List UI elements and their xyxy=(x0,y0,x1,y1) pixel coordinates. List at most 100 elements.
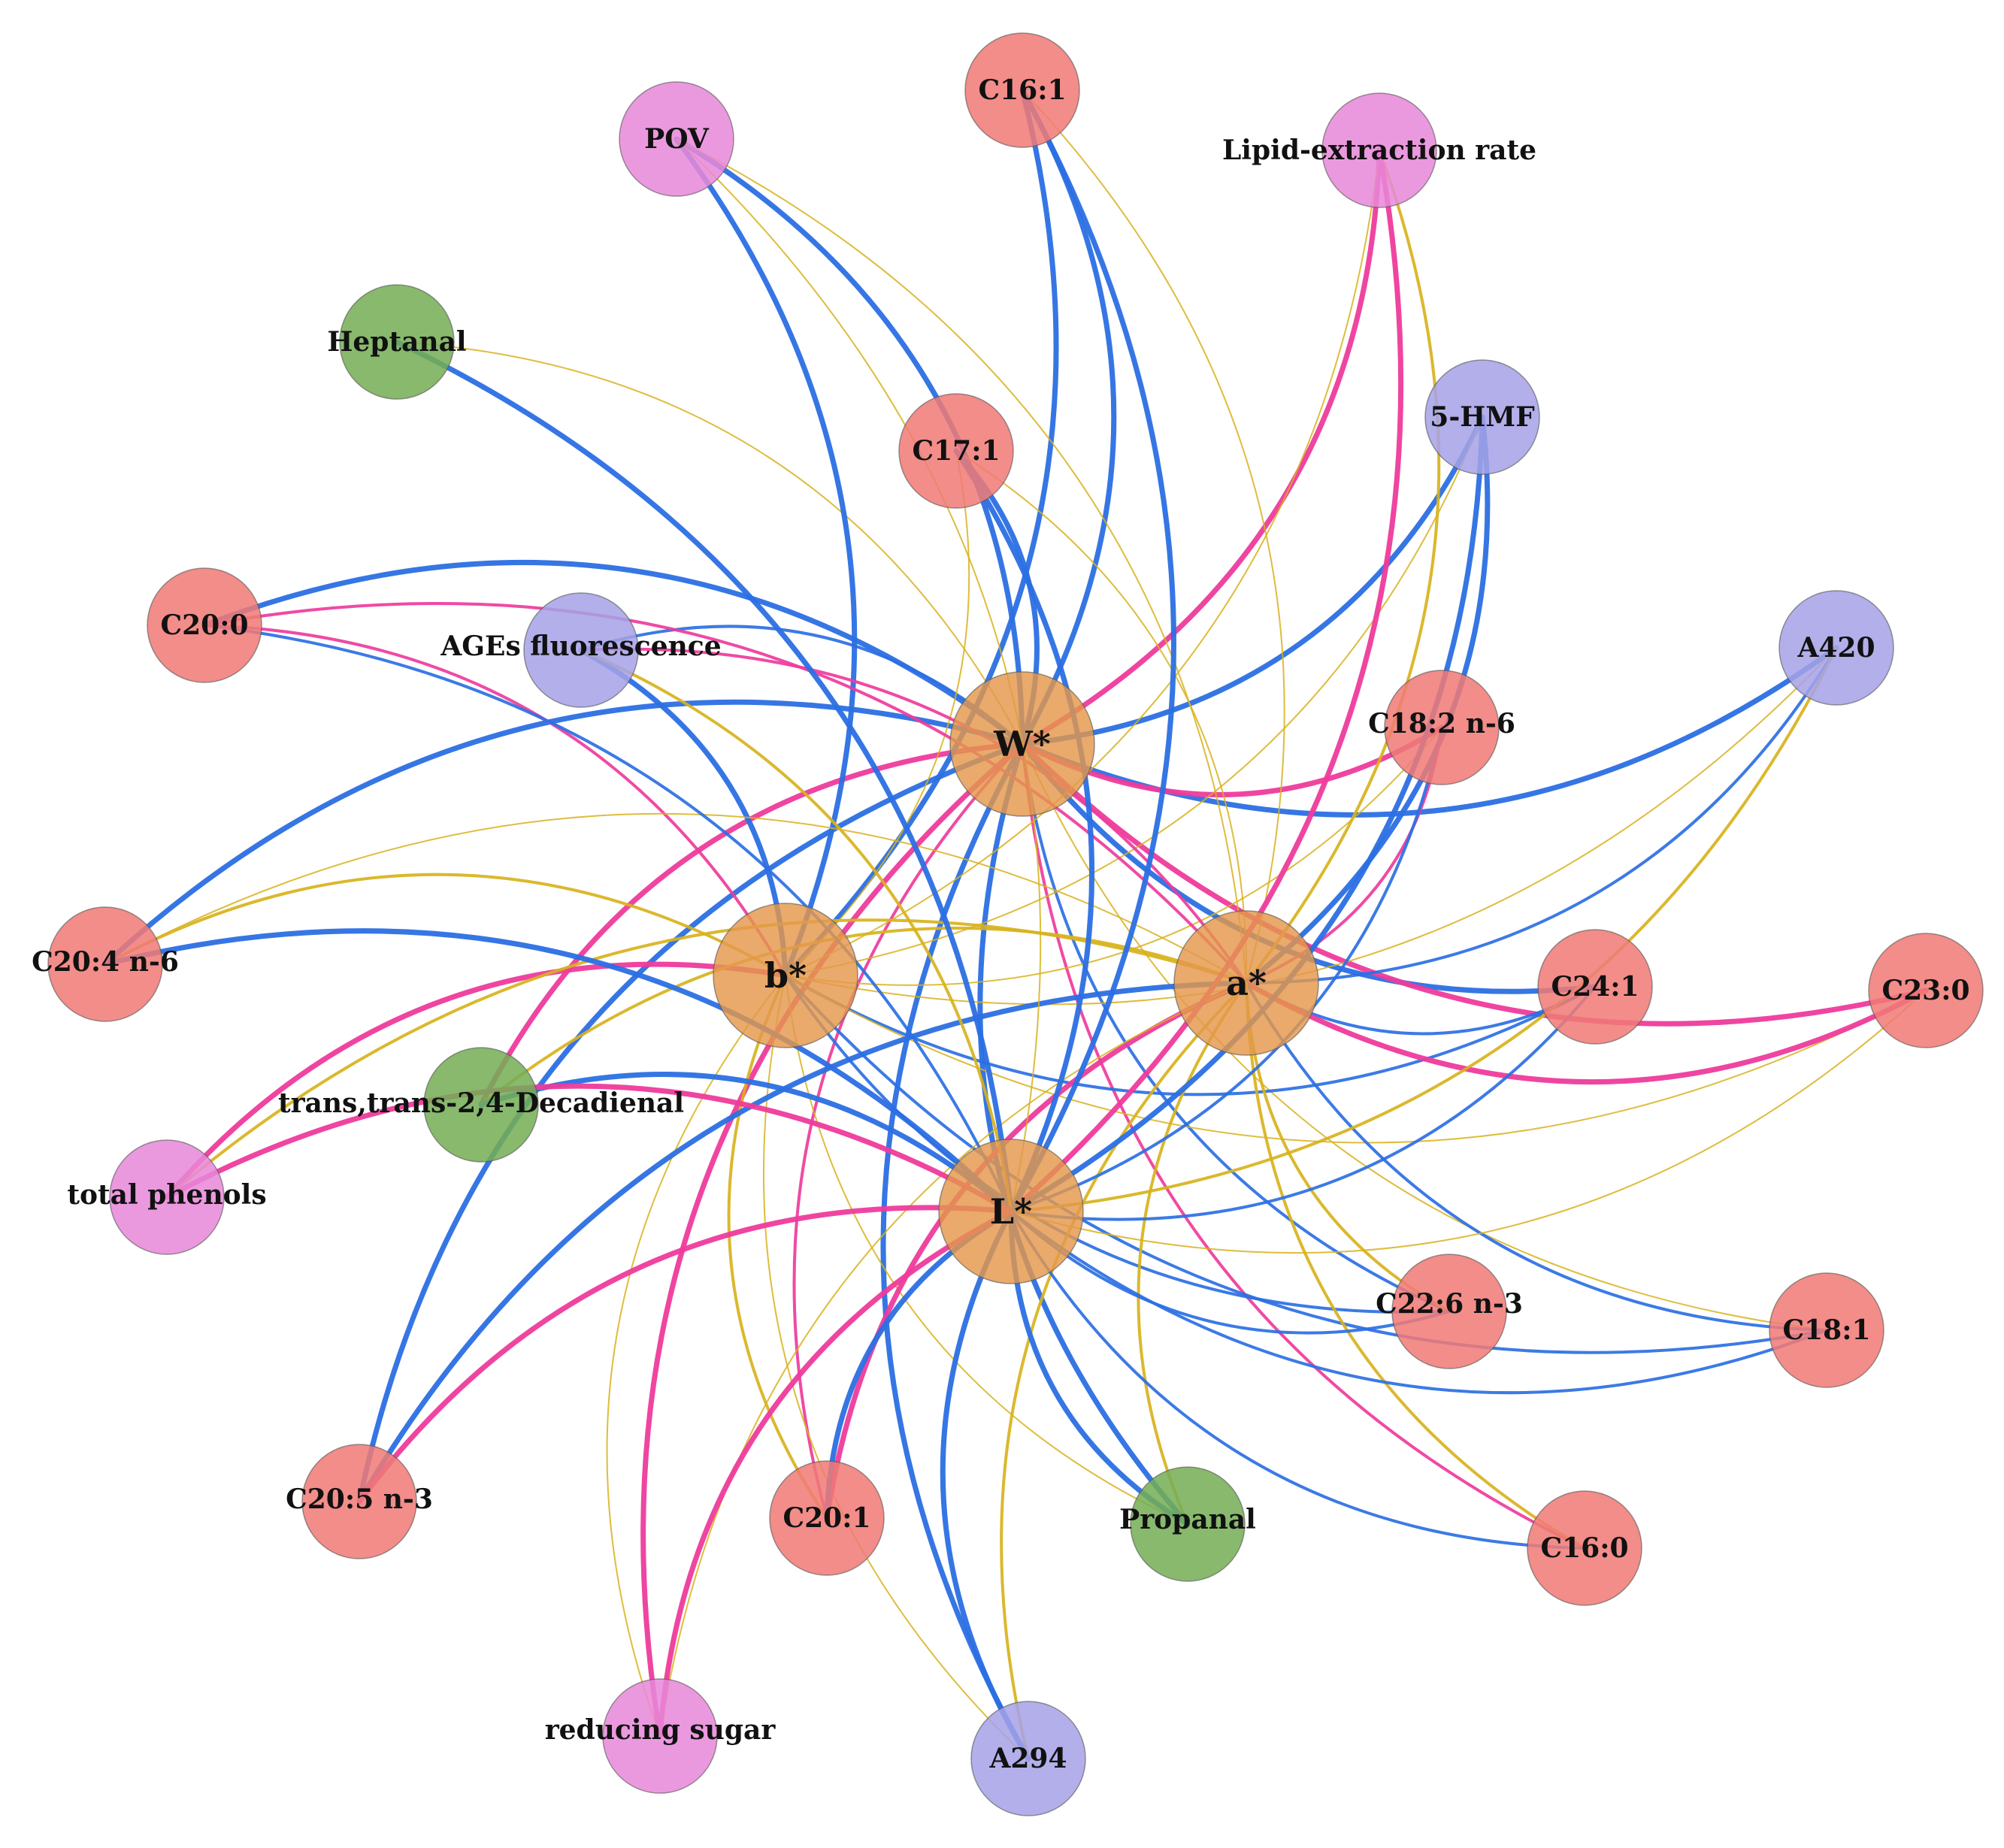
node-label: AGEs fluorescence xyxy=(440,631,721,662)
node-label: 5-HMF xyxy=(1430,401,1535,433)
edge-a-Propanal xyxy=(1137,981,1248,1526)
node-label: POV xyxy=(644,123,710,155)
edge-W-C18_1 xyxy=(1022,743,1827,1331)
node-circle xyxy=(769,1460,885,1576)
node-circle xyxy=(1321,92,1437,208)
node-label: W* xyxy=(993,724,1051,764)
edge-a-LER xyxy=(1245,149,1441,984)
node-c18-2: C18:2 n-6 xyxy=(1368,670,1515,785)
edge-a-Phenols xyxy=(165,918,1248,1199)
node-sugar: reducing sugar xyxy=(545,1678,776,1794)
node-heptanal: Heptanal xyxy=(327,284,467,400)
node-label: C17:1 xyxy=(912,435,1000,467)
edge-a-C20_0 xyxy=(203,601,1248,984)
node-circle xyxy=(1527,1490,1642,1606)
edge-L-LER xyxy=(1008,147,1404,1214)
edge-L-C20_0 xyxy=(203,624,1013,1213)
edge-b-C18_1 xyxy=(784,974,1828,1354)
node-c20-1: C20:1 xyxy=(769,1460,885,1576)
node-circle xyxy=(898,393,1014,509)
edge-a-C23_0 xyxy=(1243,980,1929,1085)
edge-b-C18_2 xyxy=(785,727,1442,986)
node-label: b* xyxy=(764,955,807,996)
node-circle xyxy=(1384,670,1500,785)
node-circle xyxy=(602,1678,718,1794)
edge-a-C20_4 xyxy=(104,812,1247,984)
edge-b-LER xyxy=(785,150,1380,976)
node-label: trans,trans-2,4-Decadienal xyxy=(278,1087,684,1119)
node-label: C22:6 n-3 xyxy=(1376,1288,1523,1320)
edge-b-A420 xyxy=(785,647,1837,1006)
node-pov: POV xyxy=(619,81,734,197)
edge-W-POV xyxy=(674,136,1025,747)
node-circle xyxy=(147,567,262,683)
edge-L-Phenols xyxy=(164,1083,1014,1214)
node-ages: AGEs fluorescence xyxy=(440,592,722,708)
node-label: C24:1 xyxy=(1551,971,1639,1003)
edge-W-C23_0 xyxy=(1019,741,1929,1027)
edge-L-C17_1 xyxy=(953,448,1095,1214)
node-circle xyxy=(964,32,1080,148)
node-circle xyxy=(1391,1254,1507,1369)
edge-L-POV xyxy=(676,138,1042,1212)
node-label: reducing sugar xyxy=(545,1714,776,1746)
node-circle xyxy=(339,284,455,400)
node-circle xyxy=(109,1139,225,1255)
node-circle xyxy=(938,1139,1084,1284)
node-label: A420 xyxy=(1797,632,1875,664)
node-label: C20:4 n-6 xyxy=(32,946,179,978)
edge-W-C20_1 xyxy=(792,743,1024,1520)
edges-layer xyxy=(102,87,1929,1762)
edge-L-C16_0 xyxy=(1010,1210,1586,1550)
edge-b-C16_1 xyxy=(783,87,1059,978)
edge-a-C16_0 xyxy=(1245,981,1586,1550)
node-label: Propanal xyxy=(1119,1504,1256,1535)
node-label: total phenols xyxy=(67,1179,266,1211)
edge-b-C20_4 xyxy=(104,873,787,977)
node-circle xyxy=(1173,910,1319,1056)
node-c23-0: C23:0 xyxy=(1868,933,1984,1048)
node-circle xyxy=(47,906,163,1022)
edge-a-POV xyxy=(676,138,1247,984)
edge-b-POV xyxy=(674,136,858,978)
edge-L-C24_1 xyxy=(1010,985,1597,1221)
edge-L-AGEs xyxy=(580,649,1013,1213)
edge-L-C16_1 xyxy=(1008,87,1176,1214)
node-circle xyxy=(1769,1272,1884,1388)
node-label: C16:1 xyxy=(978,74,1066,106)
node-label: Heptanal xyxy=(327,326,466,358)
node-label: Lipid-extraction rate xyxy=(1222,135,1536,166)
edge-b-Phenols xyxy=(164,961,789,1200)
node-a: a* xyxy=(1173,910,1319,1056)
node-ler: Lipid-extraction rate xyxy=(1222,92,1536,208)
node-c22-6: C22:6 n-3 xyxy=(1376,1254,1523,1369)
node-propanal: Propanal xyxy=(1119,1466,1256,1582)
node-a420: A420 xyxy=(1778,590,1894,706)
node-c16-1: C16:1 xyxy=(964,32,1080,148)
edge-b-C17_1 xyxy=(785,450,970,976)
edge-b-Propanal xyxy=(785,975,1188,1525)
edge-W-C20_5 xyxy=(356,741,1025,1505)
edge-a-Sugar xyxy=(659,982,1247,1737)
edge-b-C24_1 xyxy=(784,974,1597,1096)
edge-W-Sugar xyxy=(640,741,1025,1739)
edge-W-Heptanal xyxy=(396,341,1023,745)
edge-L-Sugar xyxy=(657,1208,1014,1739)
node-a294: A294 xyxy=(970,1701,1086,1816)
node-label: C18:2 n-6 xyxy=(1368,708,1515,740)
node-label: C18:1 xyxy=(1782,1314,1870,1346)
node-decadienal: trans,trans-2,4-Decadienal xyxy=(278,1047,684,1163)
node-c20-4: C20:4 n-6 xyxy=(32,906,179,1022)
edge-b-C23_0 xyxy=(785,975,1927,1144)
edge-b-HMF xyxy=(785,416,1483,976)
edge-b-C20_1 xyxy=(727,974,828,1520)
edge-W-C20_4 xyxy=(102,699,1025,967)
edge-W-A294 xyxy=(880,741,1031,1762)
edge-L-A294 xyxy=(940,1208,1031,1762)
node-label: C20:5 n-3 xyxy=(286,1484,433,1515)
node-circle xyxy=(1537,929,1653,1045)
node-w: W* xyxy=(949,671,1095,817)
edge-L-A420 xyxy=(1010,646,1838,1213)
node-circle xyxy=(1868,933,1984,1048)
